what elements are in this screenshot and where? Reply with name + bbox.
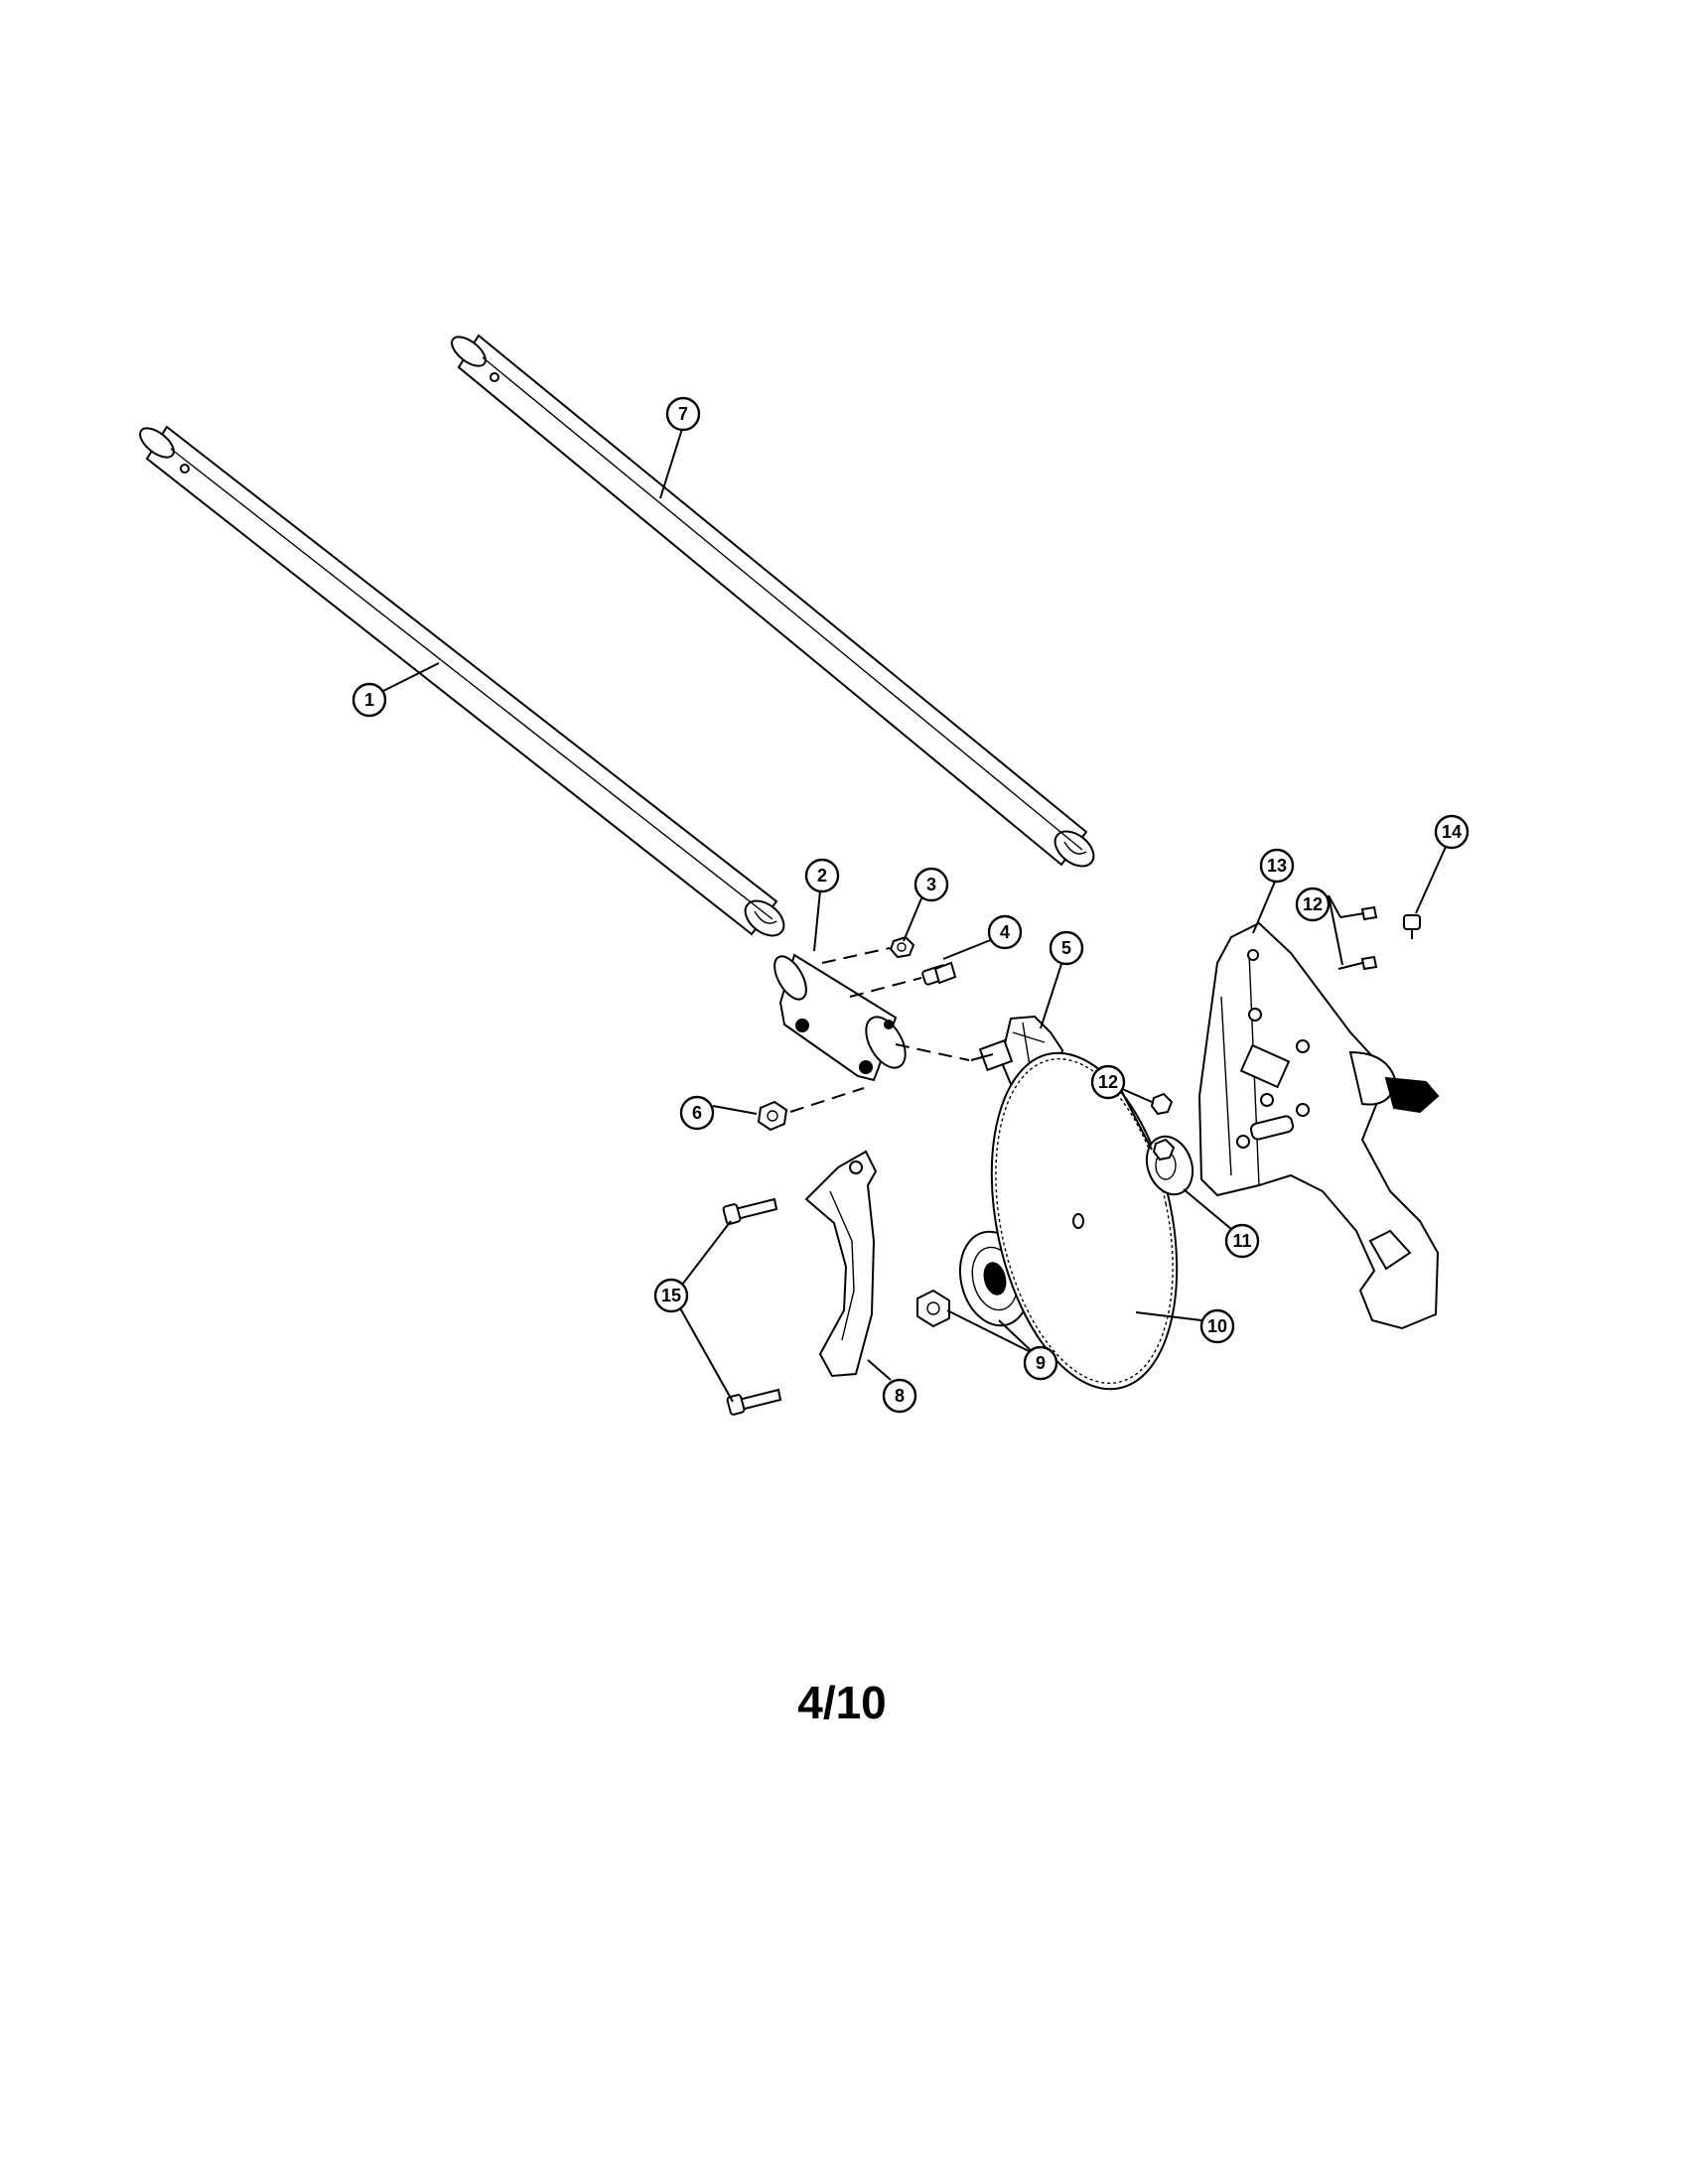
callout-2: 2 (804, 858, 840, 893)
part-6-nut (757, 1100, 788, 1132)
callout-11: 11 (1224, 1223, 1260, 1259)
callout-10: 10 (1199, 1308, 1235, 1344)
part-10-saw-blade (990, 1051, 1179, 1391)
callout-12-screws: 12 (1295, 887, 1331, 922)
callout-7: 7 (665, 396, 701, 432)
svg-text:8: 8 (895, 1386, 905, 1406)
part-12-nuts (1150, 1092, 1176, 1161)
svg-text:12: 12 (1303, 894, 1323, 914)
svg-text:10: 10 (1207, 1316, 1227, 1336)
svg-text:9: 9 (1036, 1353, 1046, 1373)
svg-text:4: 4 (1000, 922, 1010, 942)
callout-1: 1 (351, 682, 387, 718)
svg-text:15: 15 (661, 1286, 681, 1305)
callout-13: 13 (1259, 848, 1295, 884)
leader-lines (382, 412, 1447, 1403)
svg-text:11: 11 (1232, 1231, 1251, 1251)
callout-4: 4 (987, 914, 1023, 950)
svg-text:6: 6 (692, 1103, 702, 1123)
callout-9: 9 (1023, 1345, 1058, 1381)
svg-text:3: 3 (926, 875, 936, 894)
assembly-line-3 (821, 947, 891, 964)
assembly-line-6 (789, 1087, 865, 1113)
svg-text:5: 5 (1061, 938, 1071, 958)
svg-text:2: 2 (817, 866, 827, 886)
part-8-blade-guard (804, 1150, 878, 1378)
callout-5: 5 (1049, 930, 1084, 966)
assembly-line-4 (849, 977, 922, 998)
svg-text:12: 12 (1098, 1072, 1118, 1092)
part-14-screw (1403, 914, 1421, 939)
part-2-coupler (773, 953, 907, 1082)
callout-8: 8 (882, 1378, 917, 1414)
callout-3: 3 (913, 867, 949, 902)
svg-text:13: 13 (1267, 856, 1287, 876)
svg-text:7: 7 (678, 404, 688, 424)
part-3-nut (889, 935, 915, 959)
callout-14: 14 (1434, 814, 1470, 850)
part-7-tube (451, 334, 1095, 868)
part-15-bolts (722, 1197, 782, 1416)
callout-6: 6 (679, 1095, 715, 1131)
part-13-mount-bracket (1197, 921, 1440, 1330)
svg-text:1: 1 (364, 690, 374, 710)
svg-text:14: 14 (1442, 822, 1462, 842)
assembly-line-5 (895, 1043, 970, 1061)
callout-15: 15 (653, 1278, 689, 1313)
part-1-tube (139, 425, 785, 937)
part-4-bolt (921, 961, 957, 986)
part-12-screws (1337, 905, 1378, 971)
callout-12-nuts: 12 (1090, 1064, 1126, 1100)
page-number: 4/10 (797, 1677, 887, 1728)
